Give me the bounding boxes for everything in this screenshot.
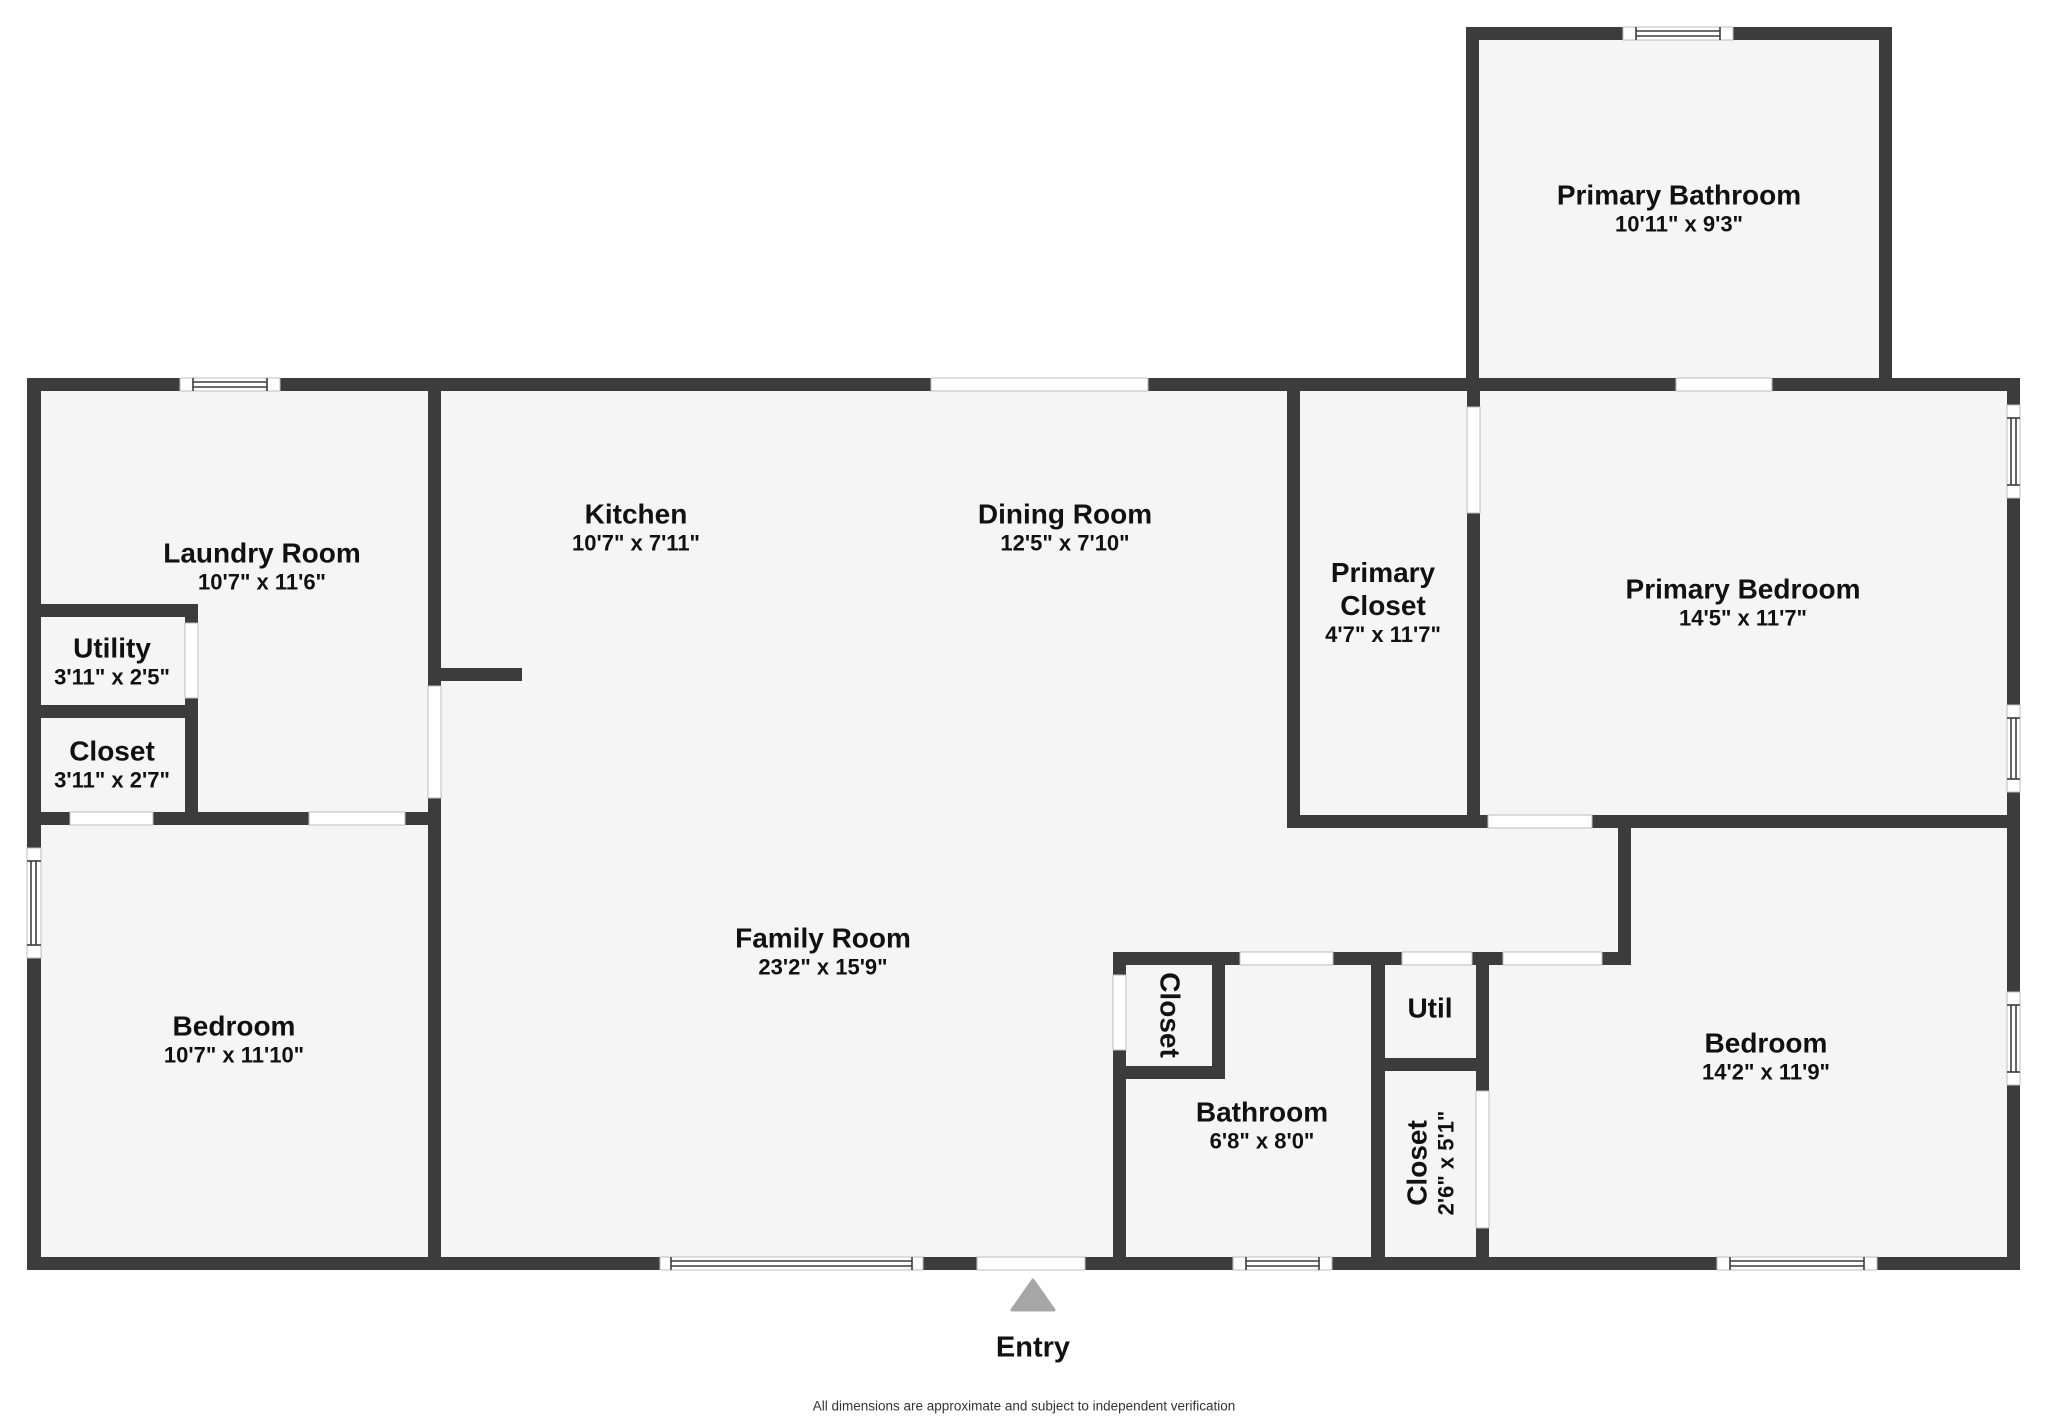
opening-laundry-kitchen bbox=[427, 685, 442, 799]
room-dimensions: 10'7" x 7'11" bbox=[572, 530, 700, 556]
wall bbox=[27, 604, 198, 617]
window bbox=[179, 377, 281, 392]
room-label-utility: Utility 3'11" x 2'5" bbox=[54, 632, 170, 691]
wall bbox=[27, 705, 198, 718]
room-dimensions: 2'6" x 5'1" bbox=[1433, 1110, 1459, 1216]
entry-door bbox=[976, 1256, 1086, 1271]
window bbox=[1716, 1256, 1878, 1271]
opening-primary-bath-door bbox=[1675, 377, 1773, 392]
wall bbox=[1113, 1066, 1225, 1079]
room-label-family-room: Family Room 23'2" x 15'9" bbox=[735, 922, 911, 981]
room-name: Primary Bedroom bbox=[1625, 573, 1861, 605]
window bbox=[1232, 1256, 1333, 1271]
window bbox=[2006, 991, 2021, 1086]
wall bbox=[1371, 1058, 1489, 1071]
room-label-bedroom-left: Bedroom 10'7" x 11'10" bbox=[164, 1010, 304, 1069]
room-dimensions: 10'7" x 11'10" bbox=[163, 1042, 305, 1068]
room-label-bedroom-right: Bedroom 14'2" x 11'9" bbox=[1702, 1027, 1830, 1086]
room-name: Bathroom bbox=[1195, 1096, 1329, 1128]
room-label-bathroom: Bathroom 6'8" x 8'0" bbox=[1196, 1096, 1328, 1155]
opening-primary-closet-door bbox=[1466, 406, 1481, 514]
room-dimensions: 14'5" x 11'7" bbox=[1679, 605, 1807, 631]
opening-utility-door bbox=[184, 622, 199, 699]
opening-bedroom-left-door bbox=[308, 811, 406, 826]
room-label-util-small: Util bbox=[1407, 991, 1452, 1024]
room-name: Laundry Room bbox=[163, 537, 361, 569]
window bbox=[1622, 26, 1734, 41]
wall bbox=[1879, 27, 1892, 385]
room-name: Kitchen bbox=[584, 498, 688, 530]
opening-kitchen-dining-top bbox=[930, 377, 1149, 392]
room-label-closet-bath: Closet bbox=[1153, 972, 1186, 1058]
room-name: Closet bbox=[1154, 972, 1186, 1058]
room-name: Closet bbox=[69, 735, 155, 767]
wall bbox=[1287, 378, 1300, 828]
wall bbox=[1371, 952, 1385, 1270]
room-label-primary-bathroom: Primary Bathroom 10'11" x 9'3" bbox=[1557, 179, 1801, 238]
room-name-line2: Closet bbox=[1340, 590, 1426, 622]
opening-bedroom-right-door bbox=[1502, 951, 1603, 966]
room-name-line1: Primary bbox=[1330, 556, 1436, 588]
room-dimensions: 10'7" x 11'6" bbox=[198, 569, 326, 595]
room-dimensions: 4'7" x 11'7" bbox=[1325, 622, 1441, 648]
room-name: Primary Bathroom bbox=[1556, 179, 1802, 211]
room-label-closet-hall: Closet 2'6" x 5'1" bbox=[1401, 1111, 1460, 1216]
entry-label: Entry bbox=[995, 1331, 1071, 1364]
room-label-dining-room: Dining Room 12'5" x 7'10" bbox=[978, 498, 1152, 557]
entry-arrow-icon bbox=[1010, 1278, 1056, 1312]
door-openings bbox=[69, 377, 1773, 1271]
disclaimer-text: All dimensions are approximate and subje… bbox=[812, 1398, 1236, 1414]
room-name: Util bbox=[1407, 992, 1453, 1024]
room-label-primary-closet: Primary Closet 4'7" x 11'7" bbox=[1325, 556, 1441, 648]
floor-primary-bathroom bbox=[1466, 27, 1892, 385]
opening-primary-bedroom-door bbox=[1487, 814, 1593, 829]
room-name: Bedroom bbox=[1704, 1027, 1828, 1059]
room-label-primary-bedroom: Primary Bedroom 14'5" x 11'7" bbox=[1626, 573, 1861, 632]
room-dimensions: 3'11" x 2'7" bbox=[54, 767, 170, 793]
opening-bathroom-door bbox=[1239, 951, 1334, 966]
room-name: Dining Room bbox=[977, 498, 1153, 530]
room-dimensions: 12'5" x 7'10" bbox=[1000, 530, 1130, 556]
opening-hall-closet-door bbox=[1475, 1090, 1490, 1229]
room-name: Closet bbox=[1401, 1120, 1433, 1206]
wall bbox=[1466, 27, 1479, 385]
window bbox=[2006, 404, 2021, 499]
room-name: Bedroom bbox=[172, 1010, 296, 1042]
opening-bath-closet-door bbox=[1112, 974, 1127, 1051]
window bbox=[26, 847, 42, 959]
wall bbox=[1287, 815, 2020, 828]
room-dimensions: 10'11" x 9'3" bbox=[1615, 211, 1743, 237]
room-dimensions: 6'8" x 8'0" bbox=[1209, 1128, 1315, 1154]
room-name: Utility bbox=[73, 632, 151, 664]
wall bbox=[428, 668, 522, 681]
room-dimensions: 3'11" x 2'5" bbox=[54, 664, 170, 690]
room-name: Family Room bbox=[735, 922, 911, 954]
opening-util-door bbox=[1401, 951, 1473, 966]
room-dimensions: 23'2" x 15'9" bbox=[758, 954, 888, 980]
room-label-closet-laundry: Closet 3'11" x 2'7" bbox=[54, 735, 170, 794]
room-label-laundry-room: Laundry Room 10'7" x 11'6" bbox=[163, 537, 361, 596]
wall bbox=[1618, 815, 1631, 965]
wall bbox=[1212, 952, 1225, 1079]
room-dimensions: 14'2" x 11'9" bbox=[1702, 1059, 1830, 1085]
room-label-kitchen: Kitchen 10'7" x 7'11" bbox=[572, 498, 700, 557]
opening-closet-laundry-door bbox=[69, 811, 154, 826]
windows bbox=[26, 26, 2021, 1271]
window bbox=[659, 1256, 924, 1271]
